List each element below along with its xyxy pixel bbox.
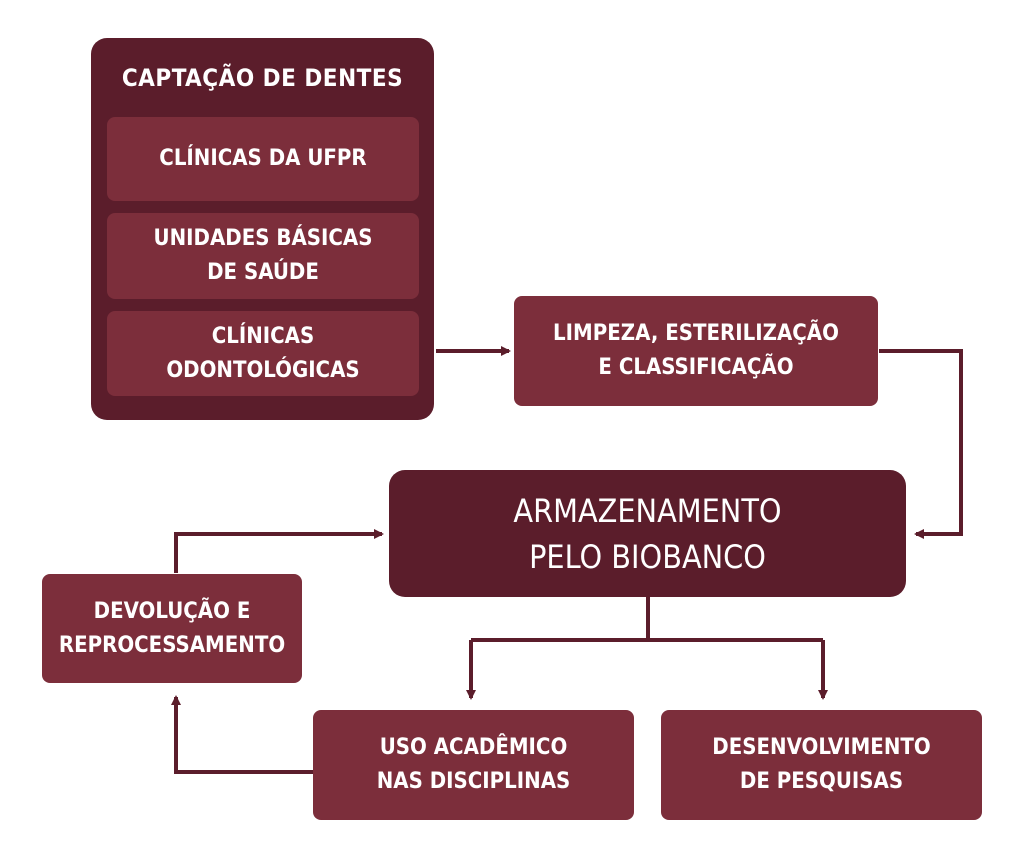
source-ufpr-clinics: Clínicas da UFPR (107, 117, 419, 201)
step-academic-use: Uso acadêmico nas disciplinas (313, 710, 634, 820)
step-storage: Armazenamento pelo biobanco (389, 470, 906, 597)
arrow-return-to-storage (174, 529, 384, 573)
step-return: Devolução e reprocessamento (42, 574, 302, 683)
source-basic-health-units: Unidades básicas de saúde (107, 213, 419, 299)
step-research: Desenvolvimento de pesquisas (661, 710, 982, 820)
step-cleaning: Limpeza, esterilização e classificação (514, 296, 878, 406)
capture-title: Captação de dentes (121, 64, 404, 92)
source-dental-clinics: Clínicas odontológicas (107, 311, 419, 396)
arrow-academic-to-return (171, 695, 313, 774)
arrow-cleaning-to-storage (879, 349, 963, 539)
